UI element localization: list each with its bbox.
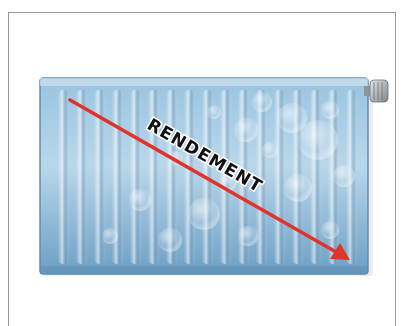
efficiency-arrow [68,98,350,260]
valve-icon [364,79,389,103]
radiator-top-trim [40,78,368,86]
water-bubbles [102,92,355,252]
arrowhead-icon [330,243,350,260]
radiator-bottom-trim [40,266,368,274]
